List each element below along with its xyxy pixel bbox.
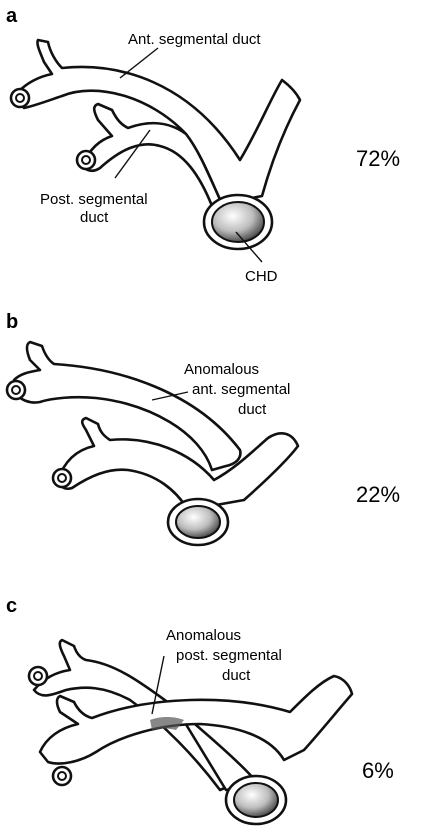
ant-segmental-duct-label: Ant. segmental duct [128,31,261,48]
ant-duct-end-lumen [12,386,20,394]
ant-duct-end-lumen [16,94,24,102]
chd-lumen [176,506,220,538]
anomalous-post-label-line2: post. segmental [176,647,282,664]
panel-c: c Anomalous post. segmental duct 6% [6,595,394,824]
panel-b: b Anomalous ant. segmental duct 22% [6,311,400,545]
panel-b-letter: b [6,311,18,333]
ant-segmental-duct-shape [18,40,300,204]
panel-c-percent: 6% [362,758,394,783]
panel-a-percent: 72% [356,146,400,171]
panel-c-letter: c [6,595,17,617]
post-duct-end-lumen [58,474,66,482]
post-segmental-duct-shape [58,418,298,510]
panel-b-percent: 22% [356,482,400,507]
ant-duct-leader-line [120,48,158,78]
panel-a-letter: a [6,5,18,27]
anomalous-ant-label-line2: ant. segmental [192,381,290,398]
ant-duct-end-lumen [34,672,42,680]
panel-a: a Ant. segmental duct Post. segmental du… [6,5,400,285]
chd-lumen [212,202,264,242]
post-segmental-duct-label-line2: duct [80,209,109,226]
chd-label: CHD [245,268,278,285]
anomalous-ant-label-line3: duct [238,401,267,418]
anomalous-post-label-line1: Anomalous [166,627,241,644]
anomalous-post-label-line3: duct [222,667,251,684]
chd-lumen [234,783,278,817]
post-segmental-duct-label-line1: Post. segmental [40,191,148,208]
post-duct-end-lumen [82,156,90,164]
anomalous-ant-label-line1: Anomalous [184,361,259,378]
post-duct-end-lumen [58,772,66,780]
